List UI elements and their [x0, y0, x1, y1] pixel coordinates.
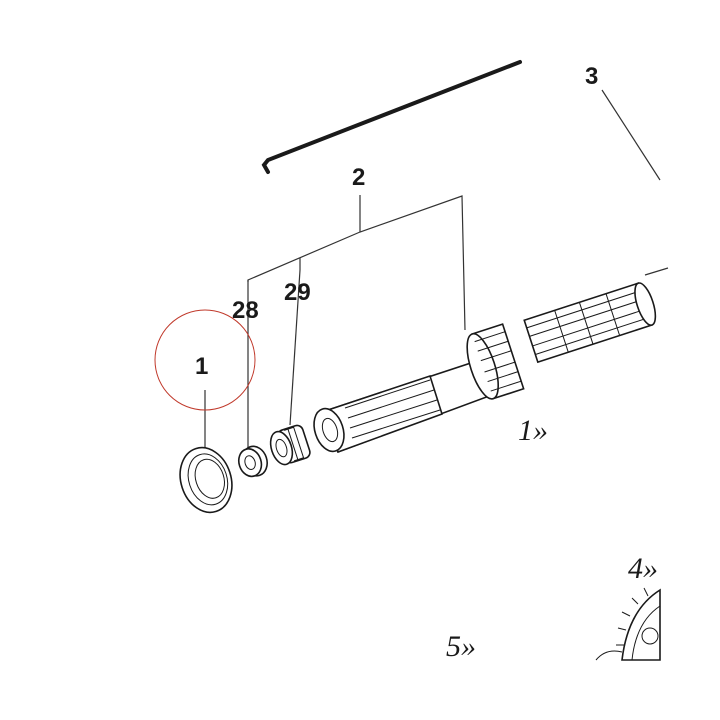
callout-29: 29 [284, 279, 311, 306]
housing-edge-line [261, 60, 522, 174]
shaft-gear [466, 323, 525, 400]
ref-label-4: 4» [628, 552, 658, 585]
bush-part-28 [237, 445, 268, 478]
leader-lines [204, 89, 669, 452]
ref-label-5: 5» [446, 630, 476, 663]
highlight-circle [154, 309, 256, 411]
washer-part-1 [179, 446, 233, 514]
partial-gear-arc [595, 650, 623, 661]
callout-28: 28 [232, 297, 259, 324]
ref-label-1: 1» [518, 414, 548, 447]
partial-gear-4 [616, 587, 661, 661]
callout-2: 2 [352, 164, 365, 191]
callout-1: 1 [195, 353, 208, 380]
main-shaft [313, 282, 657, 454]
bearing-part-29 [269, 424, 311, 466]
rear-spline [523, 282, 657, 364]
callout-3: 3 [585, 63, 598, 90]
